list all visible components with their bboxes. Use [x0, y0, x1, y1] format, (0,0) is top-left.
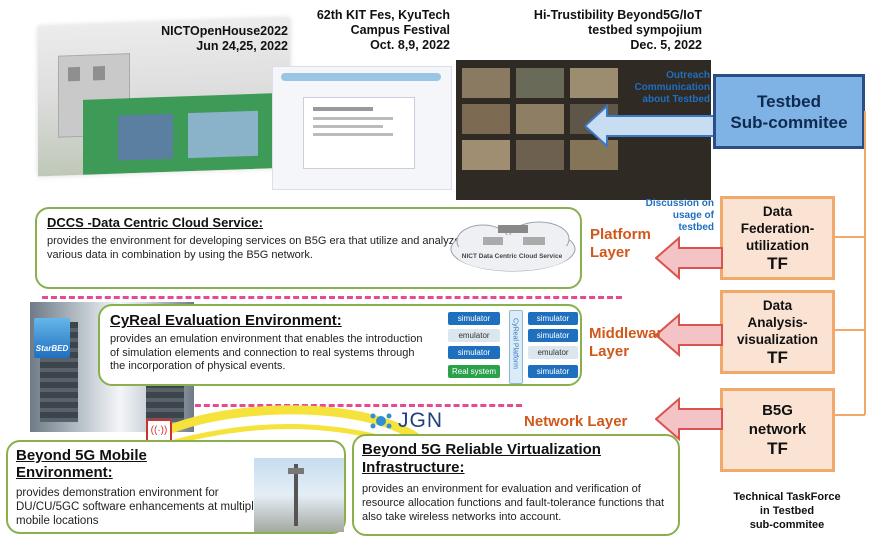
network-separator — [186, 404, 522, 407]
cloud-service-label: NICT Data Centric Cloud Service — [461, 253, 563, 260]
cyreal-title: CyReal Evaluation Environment: — [110, 312, 342, 329]
cyreal-left-block-1: simulator — [448, 312, 500, 325]
cyreal-right-block-3: emulator — [528, 346, 578, 359]
mobile-box: Beyond 5G Mobile Environment: provides d… — [6, 440, 346, 534]
network-layer-label: Network Layer — [524, 413, 628, 430]
discussion-label: Discussion on usage of testbed — [645, 198, 714, 233]
platform-layer-label: Platform Layer — [590, 226, 651, 261]
virtualization-description: provides an environment for evaluation a… — [362, 483, 665, 523]
dccs-title: DCCS -Data Centric Cloud Service: — [47, 215, 263, 230]
platform-separator — [42, 296, 622, 299]
cyreal-left-block-3: simulator — [448, 346, 500, 359]
cyreal-right-block-2: simulator — [528, 329, 578, 342]
arrow-to-network-layer — [655, 397, 723, 441]
arrow-to-middleware-layer — [655, 313, 723, 357]
tf-data-federation-name: Data Federation- utilization — [740, 203, 815, 253]
starbed-logo — [34, 318, 70, 358]
festival-photo — [272, 66, 452, 190]
event-symposium: Hi-Trustibility Beyond5G/IoT testbed sym… — [533, 8, 702, 52]
jgn-logo-icon — [370, 413, 392, 429]
tf-data-federation: Data Federation- utilization TF — [720, 196, 835, 280]
testbed-subcommittee-label: Testbed Sub-commitee — [730, 91, 848, 132]
tf-b5g-network-name: B5G network — [748, 402, 807, 438]
outreach-arrow — [585, 104, 717, 148]
tf-b5g-network: B5G network TF — [720, 388, 835, 472]
event-nict-openhouse: NICTOpenHouse2022 Jun 24,25, 2022 — [161, 24, 288, 53]
outreach-label: Outreach Communication about Testbed — [634, 70, 710, 105]
cyreal-right-block-4: simulator — [528, 365, 578, 378]
tf-caption: Technical TaskForce in Testbed sub-commi… — [733, 491, 841, 531]
dccs-box: DCCS -Data Centric Cloud Service: provid… — [35, 207, 582, 289]
mobile-title: Beyond 5G Mobile Environment: — [16, 447, 147, 481]
mobile-description: provides demonstration environment for D… — [16, 487, 261, 527]
starbed-logo-text: StarBED — [35, 344, 69, 353]
middleware-layer-label: Middleware Layer — [589, 325, 661, 360]
cyreal-description: provides an emulation environment that e… — [110, 333, 423, 372]
virtualization-box: Beyond 5G Reliable Virtualization Infras… — [352, 434, 680, 536]
cloud-service-icon — [450, 221, 576, 272]
testbed-subcommittee-box: Testbed Sub-commitee — [713, 74, 865, 149]
jgn-logo-text: JGN — [398, 409, 443, 432]
tf-data-analysis-name: Data Analysis- visualization — [736, 297, 819, 347]
tf-b5g-network-tf: TF — [767, 439, 788, 458]
virtualization-title: Beyond 5G Reliable Virtualization Infras… — [362, 441, 601, 476]
cyreal-right-block-1: simulator — [528, 312, 578, 325]
tf-data-federation-tf: TF — [767, 253, 788, 273]
event-kit-fes: 62th KIT Fes, KyuTech Campus Festival Oc… — [316, 8, 450, 52]
cyreal-left-block-4: Real system — [448, 365, 500, 378]
arrow-to-platform-layer — [655, 236, 723, 280]
tf-data-analysis-tf: TF — [767, 347, 788, 367]
dccs-description: provides the environment for developing … — [47, 235, 461, 261]
mobile-site-photo — [254, 458, 344, 532]
cyreal-left-block-2: emulator — [448, 329, 500, 342]
cyreal-box: CyReal Evaluation Environment: provides … — [98, 304, 582, 386]
cyreal-platform-bar — [509, 310, 523, 384]
